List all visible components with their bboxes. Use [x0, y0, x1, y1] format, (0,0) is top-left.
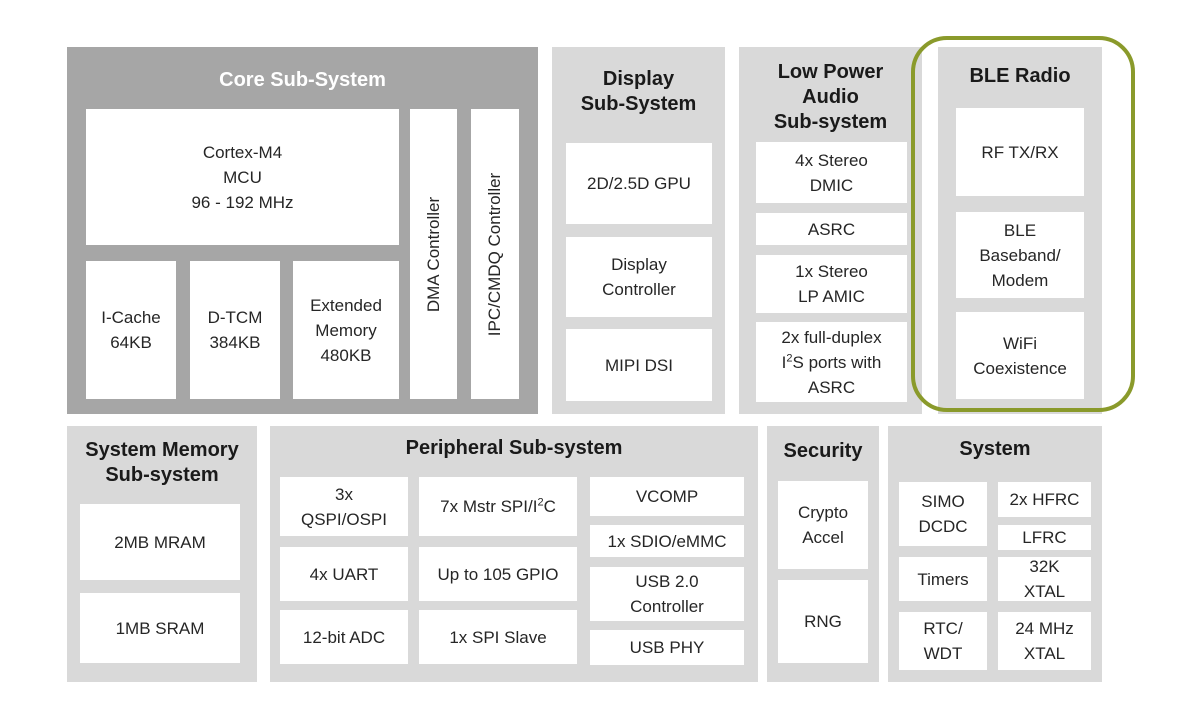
security-title: Security: [783, 440, 863, 462]
system-title: System: [959, 438, 1031, 460]
i2s-superscript: 2: [786, 351, 793, 364]
usb-phy-block: USB PHY: [590, 630, 744, 665]
ble-radio-panel: BLE Radio RF TX/RX BLE Baseband/ Modem W…: [938, 47, 1102, 414]
spi-superscript: 2: [537, 496, 544, 509]
sdio-emmc-block: 1x SDIO/eMMC: [590, 525, 744, 557]
asrc-block: ASRC: [756, 213, 907, 245]
i2s-prefix: I: [781, 352, 787, 372]
sram-block: 1MB SRAM: [80, 593, 240, 663]
ble-highlight-outline: [911, 36, 1135, 412]
gpio-block: Up to 105 GPIO: [419, 547, 577, 601]
vcomp-block: VCOMP: [590, 477, 744, 516]
lfrc-block: LFRC: [998, 525, 1091, 550]
dtcm-block: D-TCM 384KB: [190, 261, 280, 399]
rtc-wdt-block: RTC/ WDT: [899, 612, 987, 670]
i2s-line2: I2S ports with: [782, 350, 882, 375]
display-subsystem-title: Display Sub-System: [580, 68, 697, 115]
ipc-cmdq-controller-label: IPC/CMDQ Controller: [485, 172, 505, 336]
xtal-32k-block: 32K XTAL: [998, 557, 1091, 601]
ble-baseband-block: BLE Baseband/ Modem: [956, 212, 1084, 298]
gpu-block: 2D/2.5D GPU: [566, 143, 712, 224]
adc-block: 12-bit ADC: [280, 610, 408, 664]
rng-block: RNG: [778, 580, 868, 663]
xtal-24mhz-block: 24 MHz XTAL: [998, 612, 1091, 670]
ble-radio-title: BLE Radio: [969, 65, 1071, 87]
security-panel: Security Crypto Accel RNG: [767, 426, 879, 682]
uart-block: 4x UART: [280, 547, 408, 601]
peripheral-subsystem-panel: Peripheral Sub-system 3x QSPI/OSPI 7x Ms…: [270, 426, 758, 682]
peripheral-subsystem-title: Peripheral Sub-system: [405, 437, 623, 459]
system-panel: System SIMO DCDC 2x HFRC LFRC Timers 32K…: [888, 426, 1102, 682]
mstr-spi-i2c-block: 7x Mstr SPI/I2C: [419, 477, 577, 536]
display-subsystem-panel: Display Sub-System 2D/2.5D GPU Display C…: [552, 47, 725, 414]
i2s-line3: ASRC: [807, 377, 856, 397]
rf-txrx-block: RF TX/RX: [956, 108, 1084, 196]
system-memory-panel: System Memory Sub-system 2MB MRAM 1MB SR…: [67, 426, 257, 682]
mstr-spi-i2c-label: 7x Mstr SPI/I2C: [440, 494, 556, 519]
system-memory-title: System Memory Sub-system: [85, 439, 239, 486]
display-controller-block: Display Controller: [566, 237, 712, 317]
usb-controller-block: USB 2.0 Controller: [590, 567, 744, 621]
mram-block: 2MB MRAM: [80, 504, 240, 580]
cortex-m4-mcu-block: Cortex-M4 MCU 96 - 192 MHz: [86, 109, 399, 245]
hfrc-block: 2x HFRC: [998, 482, 1091, 517]
spi-prefix: 7x Mstr SPI/I: [440, 497, 538, 516]
icache-block: I-Cache 64KB: [86, 261, 176, 399]
audio-subsystem-title: Low Power Audio Sub-system: [773, 61, 888, 133]
extended-memory-block: Extended Memory 480KB: [293, 261, 399, 399]
i2s-ports-block: 2x full-duplex I2S ports with ASRC: [756, 322, 907, 402]
crypto-accel-block: Crypto Accel: [778, 481, 868, 569]
core-subsystem-panel: Core Sub-System Cortex-M4 MCU 96 - 192 M…: [67, 47, 538, 414]
wifi-coexistence-block: WiFi Coexistence: [956, 312, 1084, 399]
i2s-suffix: S ports with: [792, 352, 882, 372]
spi-suffix: C: [543, 497, 556, 516]
mipi-dsi-block: MIPI DSI: [566, 329, 712, 401]
spi-slave-block: 1x SPI Slave: [419, 610, 577, 664]
dma-controller-label: DMA Controller: [424, 196, 444, 312]
timers-block: Timers: [899, 557, 987, 601]
simo-dcdc-block: SIMO DCDC: [899, 482, 987, 546]
ipc-cmdq-controller-block: IPC/CMDQ Controller: [471, 109, 519, 399]
dma-controller-block: DMA Controller: [410, 109, 457, 399]
core-subsystem-title: Core Sub-System: [219, 69, 386, 91]
audio-subsystem-panel: Low Power Audio Sub-system 4x Stereo DMI…: [739, 47, 922, 414]
amic-block: 1x Stereo LP AMIC: [756, 255, 907, 313]
dmic-block: 4x Stereo DMIC: [756, 142, 907, 203]
qspi-ospi-block: 3x QSPI/OSPI: [280, 477, 408, 536]
i2s-line1: 2x full-duplex: [781, 327, 882, 347]
